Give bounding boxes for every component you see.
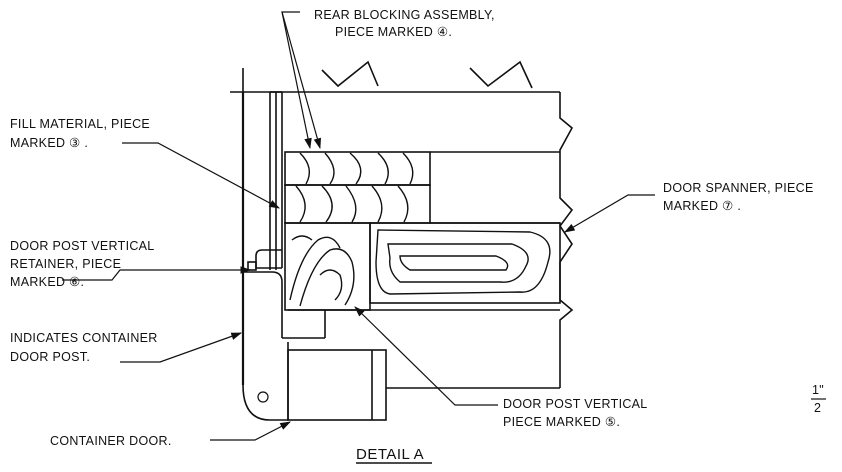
callout-door-post-retainer: DOOR POST VERTICAL RETAINER, PIECE MARKE…: [10, 239, 155, 289]
svg-text:DOOR SPANNER, PIECE: DOOR SPANNER, PIECE: [663, 181, 814, 195]
detail-title: DETAIL A: [356, 446, 432, 464]
svg-text:REAR BLOCKING ASSEMBLY,: REAR BLOCKING ASSEMBLY,: [314, 8, 495, 22]
callout-door-post-vertical: DOOR POST VERTICAL PIECE MARKED ⑤.: [503, 397, 648, 429]
door-post-vertical-piece: [284, 222, 371, 311]
svg-text:MARKED ③ .: MARKED ③ .: [10, 136, 88, 150]
container-door-post: [241, 91, 326, 385]
callout-door-spanner: DOOR SPANNER, PIECE MARKED ⑦ .: [663, 181, 814, 213]
svg-text:CONTAINER DOOR.: CONTAINER DOOR.: [50, 434, 172, 448]
callout-container-door-post: INDICATES CONTAINER DOOR POST.: [10, 331, 158, 364]
svg-text:DOOR POST VERTICAL: DOOR POST VERTICAL: [503, 397, 648, 411]
svg-text:PIECE MARKED ⑤.: PIECE MARKED ⑤.: [503, 415, 620, 429]
right-break-line: [559, 92, 574, 388]
svg-text:FILL MATERIAL, PIECE: FILL MATERIAL, PIECE: [10, 117, 150, 131]
callout-fill-material: FILL MATERIAL, PIECE MARKED ③ .: [10, 117, 150, 150]
svg-text:2: 2: [814, 401, 821, 415]
svg-text:1": 1": [812, 383, 824, 397]
svg-text:INDICATES CONTAINER: INDICATES CONTAINER: [10, 331, 158, 345]
svg-text:DOOR POST.: DOOR POST.: [10, 350, 90, 364]
container-top-wall: [230, 60, 560, 93]
callout-container-door: CONTAINER DOOR.: [50, 434, 172, 448]
svg-text:MARKED ⑥.: MARKED ⑥.: [10, 275, 84, 289]
scale-fraction: 1" 2: [811, 383, 826, 415]
callout-rear-blocking: REAR BLOCKING ASSEMBLY, PIECE MARKED ④.: [314, 8, 495, 39]
door-spanner: [325, 222, 561, 389]
svg-text:MARKED ⑦ .: MARKED ⑦ .: [663, 199, 741, 213]
svg-text:DETAIL A: DETAIL A: [356, 446, 424, 463]
svg-text:PIECE MARKED ④.: PIECE MARKED ④.: [335, 25, 452, 39]
container-door: [242, 342, 387, 421]
svg-text:DOOR POST VERTICAL: DOOR POST VERTICAL: [10, 239, 155, 253]
svg-text:RETAINER, PIECE: RETAINER, PIECE: [10, 257, 121, 271]
leader-lines: [62, 11, 655, 441]
rear-blocking-assembly: [284, 151, 560, 224]
